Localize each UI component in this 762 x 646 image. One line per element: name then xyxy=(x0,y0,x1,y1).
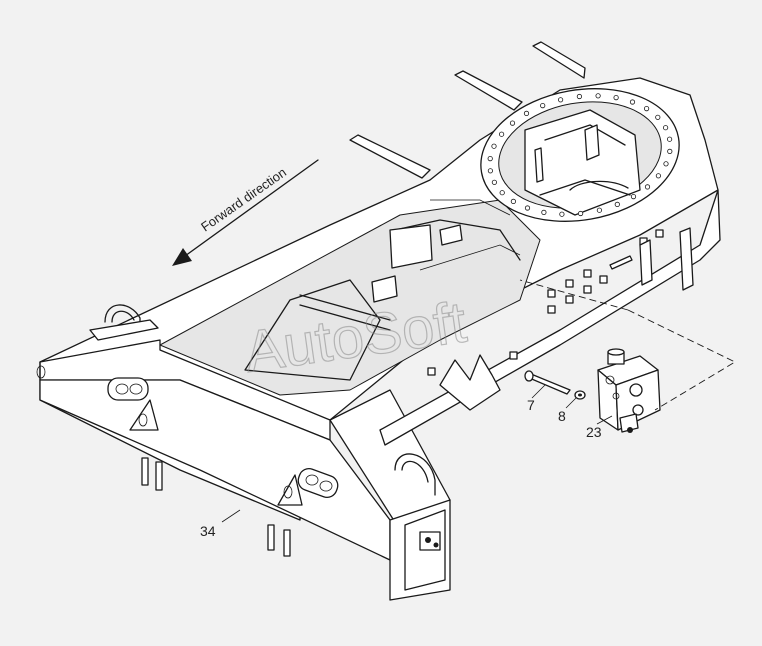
bolt-hole xyxy=(491,179,497,185)
bolt-hole xyxy=(663,161,669,167)
main-frame xyxy=(36,77,721,601)
bolt-hole xyxy=(576,93,583,100)
assembly-leader-lines xyxy=(519,279,736,411)
callout-leaders xyxy=(221,384,613,523)
bolt-hole xyxy=(595,93,601,99)
bolt-hole xyxy=(523,110,530,117)
bolt-hole xyxy=(614,201,620,207)
callout-23: 23 xyxy=(586,424,602,440)
bolt-hole xyxy=(524,205,531,211)
bolt-hole xyxy=(629,99,636,105)
bolt-hole xyxy=(596,207,603,213)
bolt-hole xyxy=(662,125,669,131)
callout-7: 7 xyxy=(527,397,535,413)
bolt-hole xyxy=(541,209,547,215)
bolt-hole xyxy=(577,210,584,217)
bolt-hole xyxy=(491,143,497,149)
bolt-hole xyxy=(510,198,517,204)
rear-rails xyxy=(349,41,586,179)
bolt-hole xyxy=(644,184,651,190)
bolt-hole xyxy=(630,194,637,200)
bolt-hole xyxy=(557,97,564,103)
bolt-hole xyxy=(499,190,505,196)
callout-8: 8 xyxy=(558,408,566,424)
forward-arrow-icon xyxy=(184,159,319,257)
bolt-hole xyxy=(666,136,673,142)
bolt-hole xyxy=(613,95,619,101)
forward-arrow-head-icon xyxy=(172,248,192,266)
bolt-hole xyxy=(487,156,493,162)
bolt-hole xyxy=(643,106,650,112)
bolt-hole xyxy=(655,173,662,179)
valve-block xyxy=(597,348,661,433)
bolt-hole xyxy=(559,211,565,217)
bolt-hole xyxy=(667,148,673,154)
bolt-hole xyxy=(487,168,493,174)
direction-label: Forward direction xyxy=(198,165,289,235)
bolt-hole xyxy=(655,114,661,120)
bolt-hole xyxy=(509,120,516,126)
flange-bolt-holes xyxy=(487,93,673,217)
bolt-and-washer xyxy=(524,370,586,400)
callout-34: 34 xyxy=(200,523,216,539)
bolt-hole xyxy=(498,131,505,137)
bolt-hole xyxy=(540,103,546,109)
